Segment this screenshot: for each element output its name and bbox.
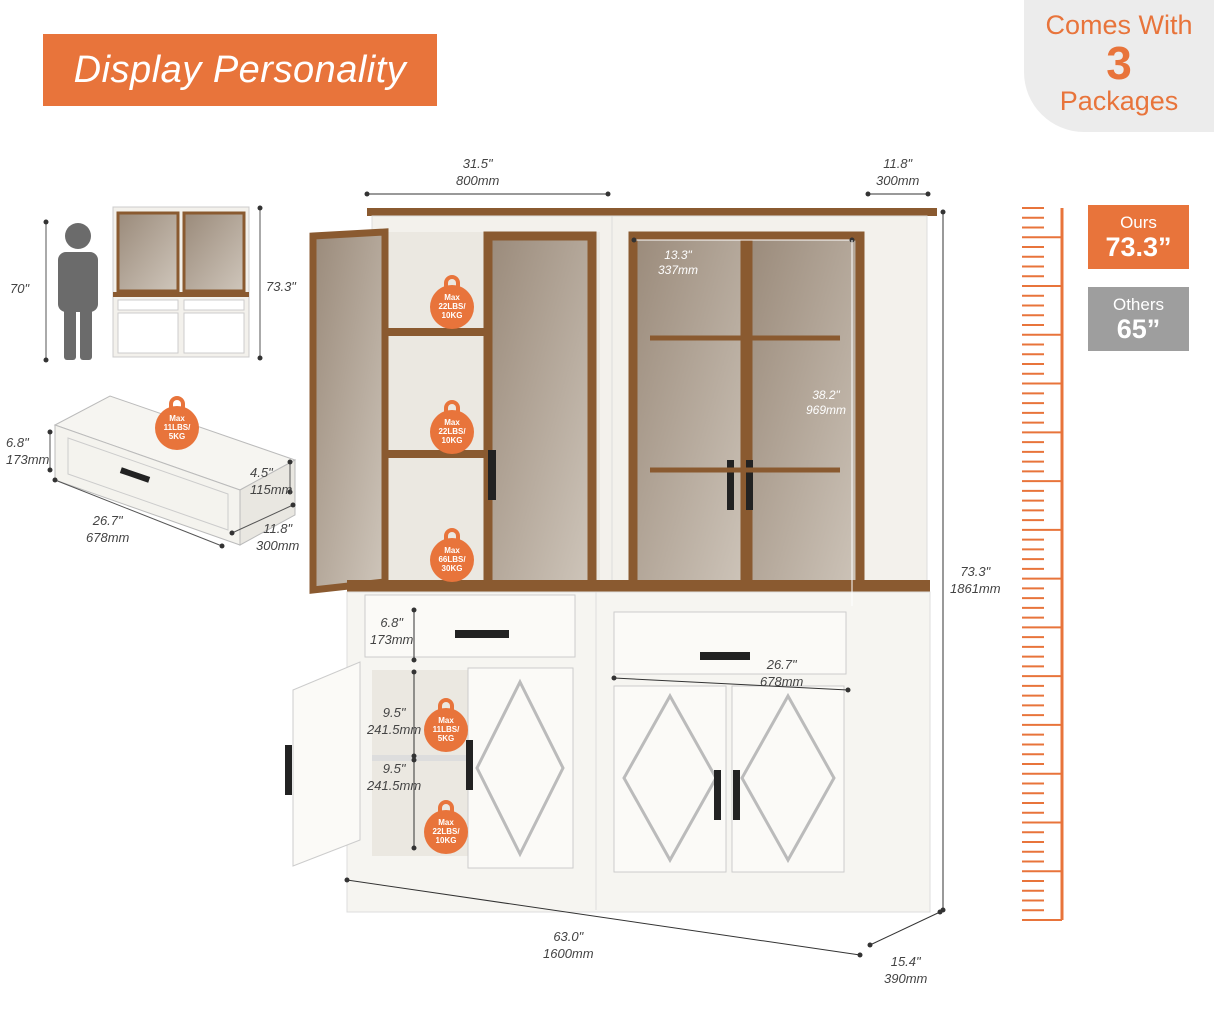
top-depth-label: 11.8" 300mm: [876, 155, 919, 189]
drawer-detail-depth: 11.8" 300mm: [256, 520, 299, 554]
drawer-width-in: 26.7": [766, 657, 797, 672]
drawer-height-mm: 173mm: [370, 632, 414, 647]
badge-line2: 66LBS/: [438, 555, 466, 564]
shelf1-height-label: 9.5" 241.5mm: [367, 704, 421, 738]
badge-line1: Max: [444, 418, 460, 427]
others-label: Others: [1112, 295, 1165, 314]
badge-line3: 30KG: [441, 564, 463, 573]
banner-title: Display Personality: [43, 34, 437, 106]
person-silhouette: [58, 223, 98, 360]
drawer-height-label: 6.8" 173mm: [370, 614, 413, 648]
badge-line1: Max: [444, 293, 460, 302]
drawer-detail-inner-in: 4.5": [250, 465, 273, 480]
badge-line2: 11LBS/: [432, 725, 460, 734]
glass-height-label: 38.2" 969mm: [806, 388, 846, 418]
shelf-width-label: 13.3" 337mm: [658, 248, 698, 278]
total-width-in: 63.0": [553, 929, 584, 944]
top-width-label: 31.5" 800mm: [456, 155, 499, 189]
packages-line2: Packages: [1059, 86, 1179, 116]
packages-callout: Comes With 3 Packages: [1024, 0, 1214, 132]
ours-value: 73.3”: [1105, 232, 1172, 262]
badge-line2: 22LBS/: [438, 427, 466, 436]
badge-line2: 11LBS/: [163, 423, 191, 432]
glass-height-in: 38.2": [812, 388, 840, 402]
drawer-detail-depth-mm: 300mm: [256, 538, 300, 553]
mini-cabinet: [112, 206, 250, 358]
shelf2-mm: 241.5mm: [367, 778, 422, 793]
total-width-label: 63.0" 1600mm: [543, 928, 594, 962]
drawer-detail-inner-mm: 115mm: [250, 482, 293, 497]
top-depth-in: 11.8": [883, 156, 913, 171]
top-depth-mm: 300mm: [876, 173, 920, 188]
badge-line3: 10KG: [441, 311, 463, 320]
total-depth-in: 15.4": [890, 954, 921, 969]
drawer-height-in: 6.8": [380, 615, 404, 630]
badge-line3: 10KG: [435, 836, 457, 845]
packages-number: 3: [1106, 37, 1132, 89]
others-height-box: Others 65”: [1088, 287, 1189, 351]
drawer-detail-height-in: 6.8": [6, 435, 29, 450]
packages-line1: Comes With: [1045, 10, 1193, 40]
main-cabinet: [285, 208, 937, 913]
cabinet-height-label: 73.3": [266, 279, 296, 294]
drawer-width-label: 26.7" 678mm: [760, 656, 803, 690]
top-width-in: 31.5": [462, 156, 493, 171]
shelf1-in: 9.5": [382, 705, 406, 720]
total-height-mm: 1861mm: [950, 581, 1001, 596]
shelf-width-in: 13.3": [664, 248, 692, 262]
badge-line3: 5KG: [168, 432, 186, 441]
drawer-detail-length-in: 26.7": [92, 513, 123, 528]
drawer-detail-length: 26.7" 678mm: [86, 512, 129, 546]
total-height-label: 73.3" 1861mm: [950, 563, 1001, 597]
badge-line3: 10KG: [441, 436, 463, 445]
drawer-detail-height: 6.8" 173mm: [6, 434, 49, 468]
others-value: 65”: [1116, 314, 1161, 344]
total-depth-label: 15.4" 390mm: [884, 953, 927, 987]
drawer-detail-length-mm: 678mm: [86, 530, 130, 545]
glass-height-mm: 969mm: [806, 403, 847, 417]
total-width-mm: 1600mm: [543, 946, 594, 961]
shelf1-mm: 241.5mm: [367, 722, 422, 737]
badge-line1: Max: [444, 546, 460, 555]
weight-badge-drawer-detail: Max 11LBS/ 5KG: [155, 396, 201, 458]
total-height-in: 73.3": [960, 564, 991, 579]
drawer-detail-depth-in: 11.8": [263, 521, 293, 536]
badge-line2: 22LBS/: [432, 827, 460, 836]
person-height-label: 70": [10, 281, 30, 296]
shelf2-height-label: 9.5" 241.5mm: [367, 760, 421, 794]
ours-label: Ours: [1120, 213, 1157, 232]
drawer-detail-height-mm: 173mm: [6, 452, 50, 467]
badge-line2: 22LBS/: [438, 302, 466, 311]
ours-height-box: Ours 73.3”: [1088, 205, 1189, 269]
shelf-width-mm: 337mm: [658, 263, 699, 277]
badge-line1: Max: [169, 414, 185, 423]
drawer-width-mm: 678mm: [760, 674, 804, 689]
height-ruler: [1022, 207, 1064, 921]
total-depth-mm: 390mm: [884, 971, 928, 986]
badge-line1: Max: [438, 716, 454, 725]
shelf2-in: 9.5": [382, 761, 406, 776]
badge-line1: Max: [438, 818, 454, 827]
drawer-detail-inner: 4.5" 115mm: [250, 464, 292, 498]
top-width-mm: 800mm: [456, 173, 500, 188]
badge-line3: 5KG: [437, 734, 455, 743]
